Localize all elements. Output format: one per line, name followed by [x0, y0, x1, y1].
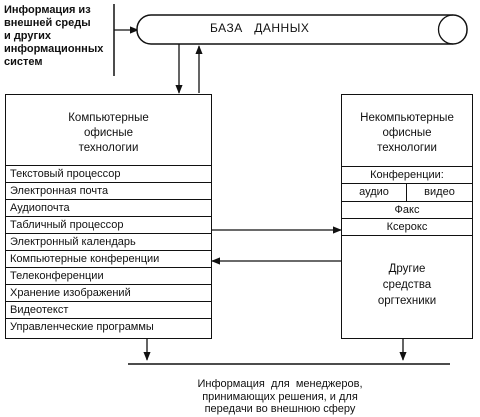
external-info-text: Информация из внешней среды и других инф… — [4, 4, 104, 68]
list-item: Хранение изображений — [6, 284, 211, 302]
list-item: Телеконференции — [6, 267, 211, 285]
conferences-row: Конференции: — [342, 166, 472, 184]
computer-tech-title: Компьютерные офисные технологии — [68, 112, 149, 154]
list-item: Электронная почта — [6, 182, 211, 200]
cell-divider — [406, 184, 407, 202]
noncomputer-tech-box: Некомпьютерные офисные технологии Конфер… — [341, 94, 473, 339]
section-divider — [342, 235, 472, 236]
database-cap — [437, 14, 454, 45]
other-equipment-text: Другие средства оргтехники — [377, 263, 437, 307]
output-info-text: Информация для менеджеров, принимающих р… — [197, 378, 363, 415]
list-item: Компьютерные конференции — [6, 250, 211, 268]
list-item: Управленческие программы — [6, 318, 211, 336]
list-item: Табличный процессор — [6, 216, 211, 234]
audio-label: аудио — [359, 186, 389, 198]
database-label: БАЗА ДАННЫХ — [210, 21, 310, 35]
fax-row: Факс — [342, 201, 472, 219]
computer-tech-box: Компьютерные офисные технологии Текстовы… — [5, 94, 212, 339]
conferences-types-row: аудио видео — [342, 183, 472, 202]
noncomputer-tech-title: Некомпьютерные офисные технологии — [360, 112, 454, 154]
video-label: видео — [424, 186, 455, 198]
database-shape — [136, 14, 468, 45]
list-item: Аудиопочта — [6, 199, 211, 217]
list-item: Электронный календарь — [6, 233, 211, 251]
xerox-row: Ксерокс — [342, 218, 472, 236]
list-item: Видеотекст — [6, 301, 211, 319]
list-item: Текстовый процессор — [6, 165, 211, 183]
